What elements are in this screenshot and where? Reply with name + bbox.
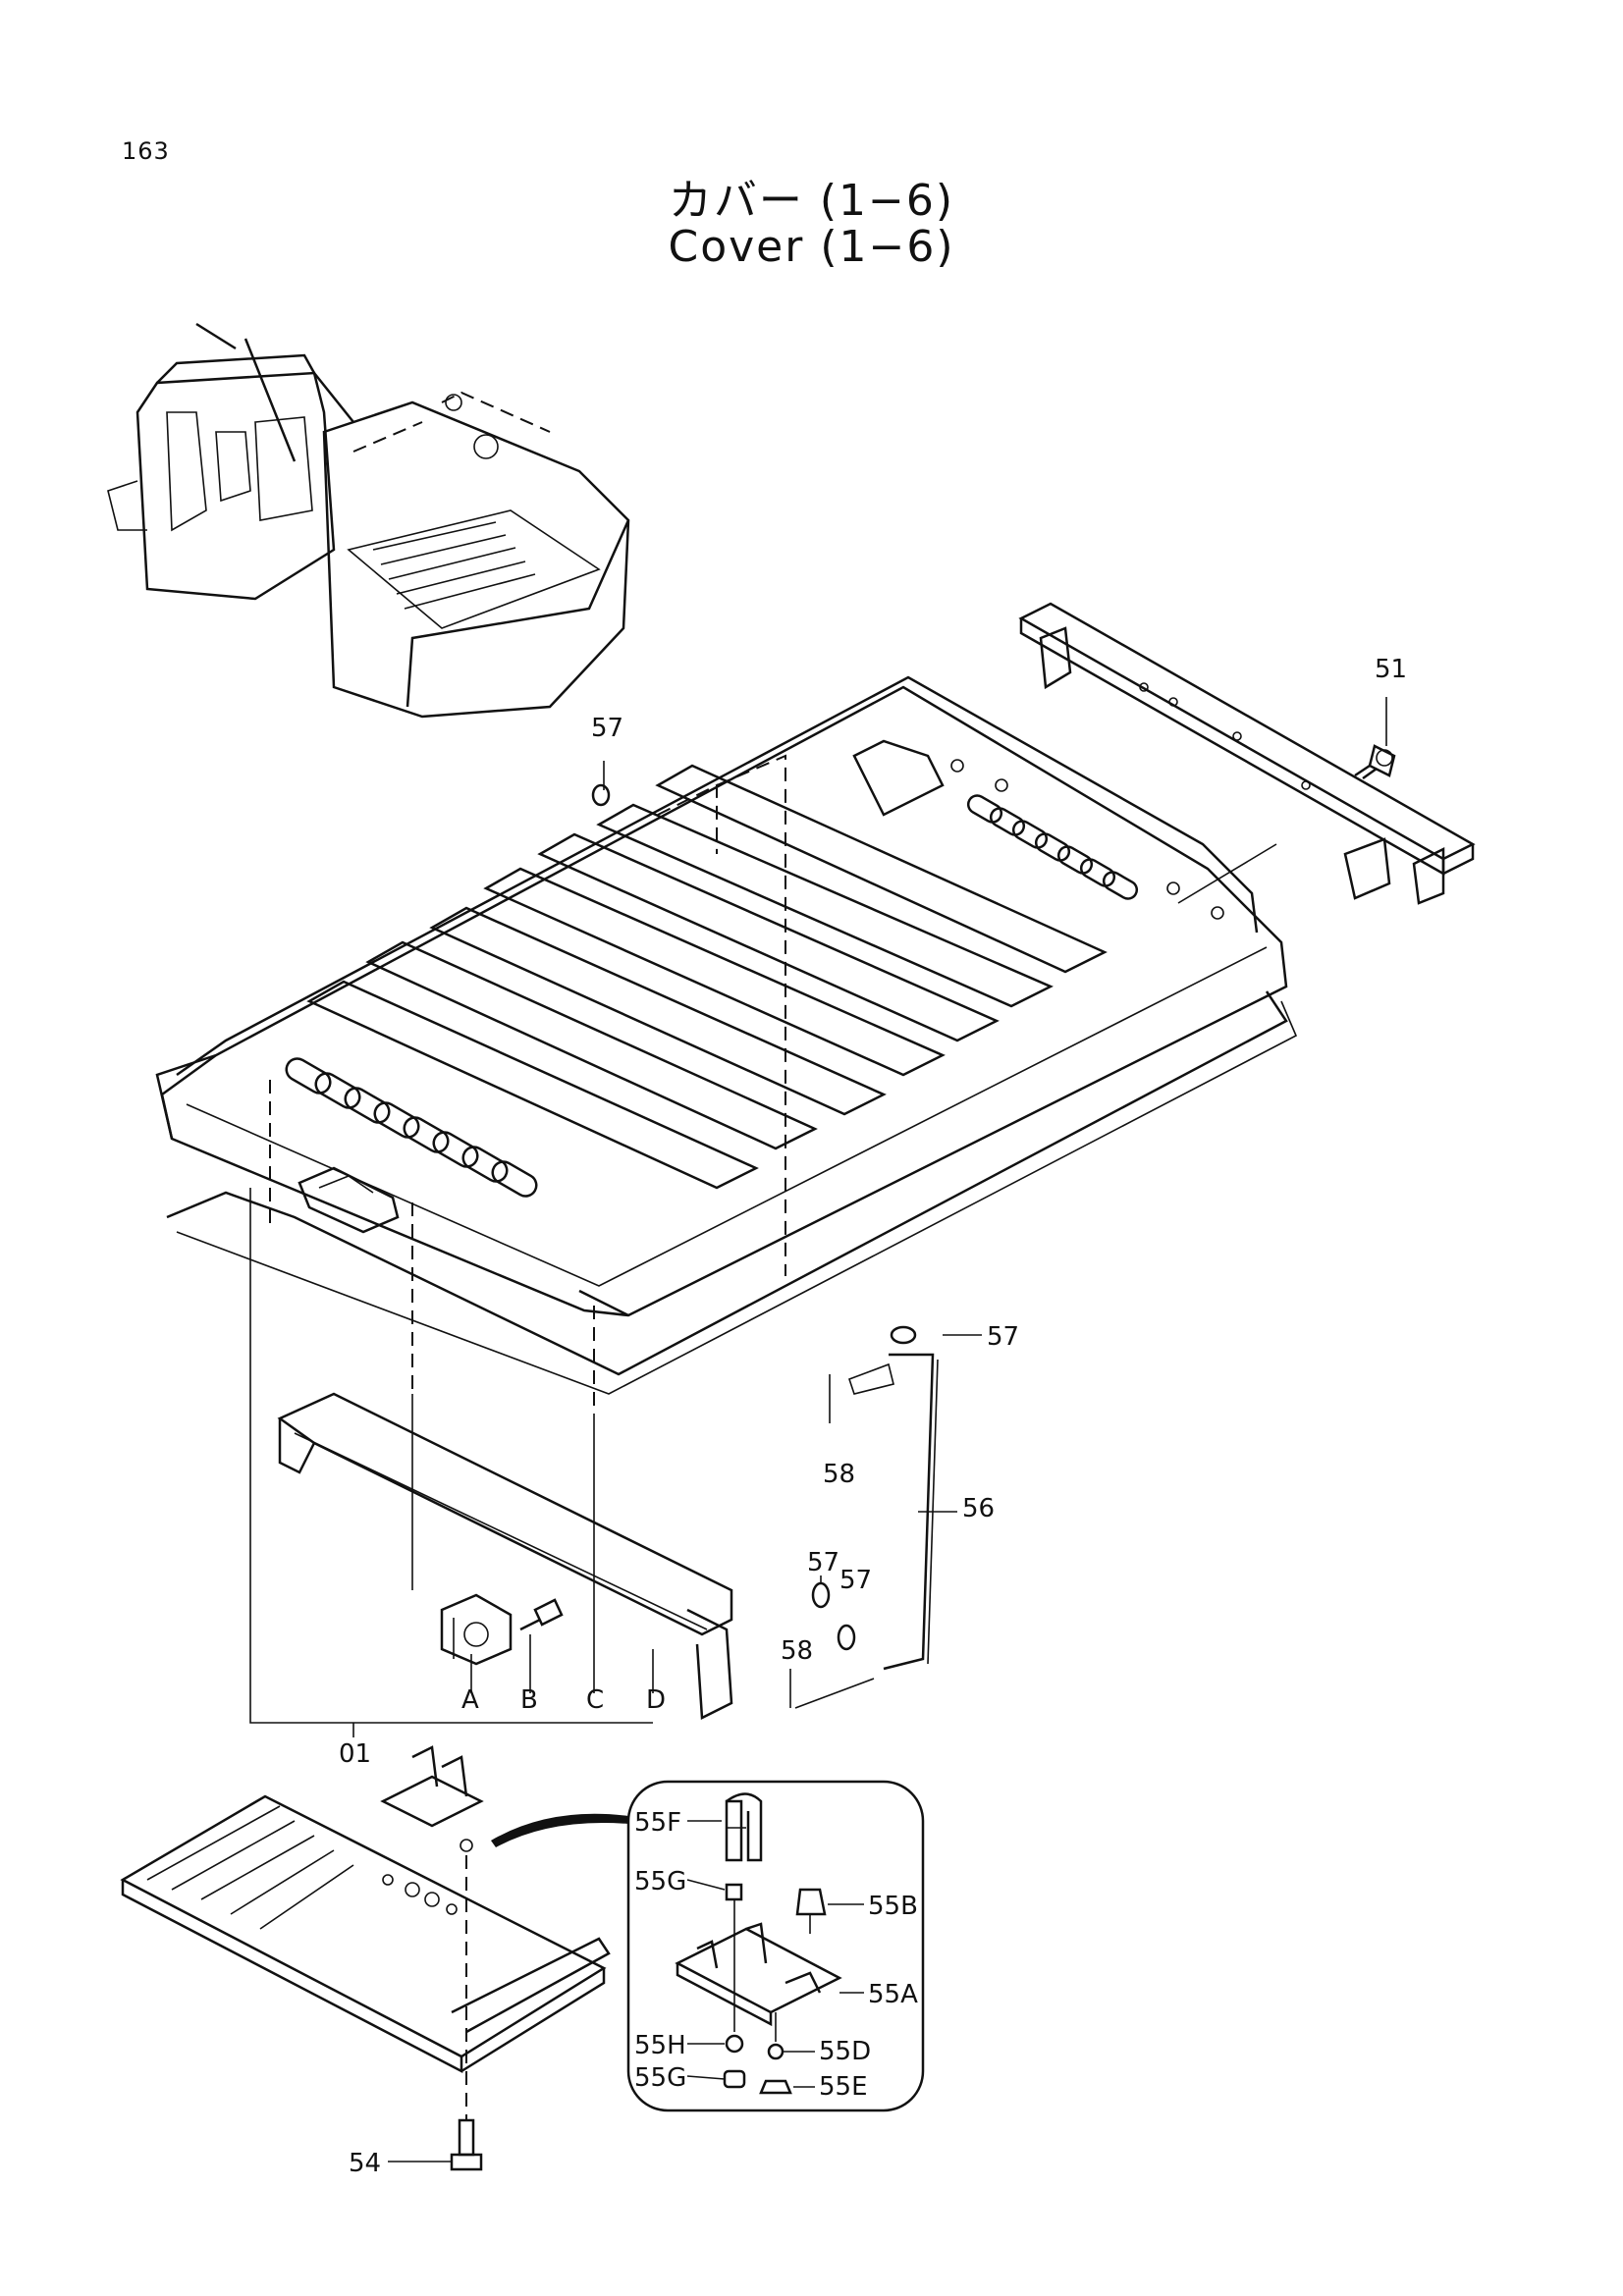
bolt-B <box>519 1598 564 1631</box>
washer-57-lower-b <box>837 1624 856 1651</box>
label-54: 54 <box>349 2149 381 2178</box>
label-D: D <box>646 1685 666 1715</box>
callout-labels: 51 57 57 58 56 57 57 58 A B C D 01 55F 5… <box>339 655 1407 2178</box>
label-55D: 55D <box>819 2037 871 2066</box>
foam-seal <box>277 1392 733 1720</box>
bolt-51 <box>1354 744 1396 780</box>
washer-57-lower-a <box>811 1581 831 1609</box>
label-C: C <box>586 1685 604 1715</box>
washer-57-top <box>591 783 611 807</box>
label-51: 51 <box>1375 655 1407 684</box>
front-vent-slots <box>285 1057 538 1198</box>
detail-view-box <box>626 1780 925 2112</box>
excavator-overview-illustration <box>107 322 630 719</box>
rear-vent-slots <box>966 794 1139 900</box>
engine-cover-panel <box>155 675 1298 1414</box>
label-01: 01 <box>339 1739 371 1769</box>
label-55H: 55H <box>634 2031 686 2060</box>
label-58-upper: 58 <box>823 1460 855 1489</box>
label-58-lower: 58 <box>781 1636 813 1666</box>
label-A: A <box>461 1685 479 1715</box>
label-57-top: 57 <box>591 714 623 743</box>
label-57-right: 57 <box>987 1322 1019 1352</box>
label-56: 56 <box>962 1494 995 1523</box>
washer-57 <box>890 1325 917 1345</box>
latch-A <box>440 1593 513 1666</box>
label-57-lower-a: 57 <box>807 1548 839 1577</box>
label-57-lower-b: 57 <box>839 1566 872 1595</box>
label-B: B <box>520 1685 538 1715</box>
label-55G-upper: 55G <box>634 1867 686 1896</box>
title-english: Cover (1−6) <box>668 222 955 272</box>
bolt-54 <box>450 2118 483 2171</box>
latch-assembly <box>380 1745 484 1852</box>
page-number: 163 <box>122 137 170 165</box>
label-55G-lower: 55G <box>634 2063 686 2093</box>
stay-rod-56 <box>794 1353 939 1709</box>
label-55B: 55B <box>868 1892 918 1921</box>
label-55A: 55A <box>868 1980 918 2009</box>
lower-grille-plate <box>120 1794 611 2074</box>
title-japanese: カバー (1−6) <box>668 176 955 226</box>
label-55E: 55E <box>819 2072 868 2102</box>
label-55F: 55F <box>634 1808 681 1838</box>
detail-arrow <box>491 1813 628 1847</box>
mounting-bracket <box>1018 602 1476 905</box>
